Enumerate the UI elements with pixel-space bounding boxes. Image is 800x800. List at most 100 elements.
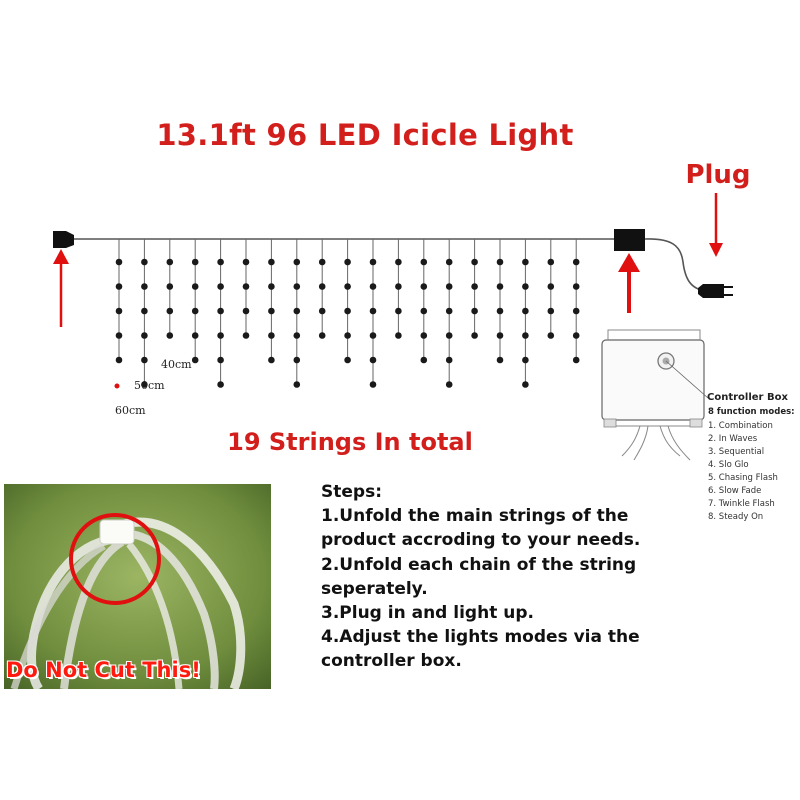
page-title: 13.1ft 96 LED Icicle Light [156, 118, 574, 152]
led-bulb [115, 283, 123, 290]
highlight-circle [69, 513, 161, 605]
led-bulb [293, 258, 301, 266]
led-bulb [344, 356, 351, 364]
led-bulb [191, 307, 199, 315]
led-bulb [166, 283, 174, 290]
led-bulb [420, 283, 428, 290]
led-bulb [445, 332, 453, 339]
led-bulb [318, 258, 326, 266]
led-bulb [141, 332, 148, 339]
led-bulb [471, 283, 478, 290]
controller-block [614, 229, 645, 251]
led-bulb [141, 283, 148, 290]
steps-section: Steps: 1.Unfold the main strings of the … [321, 480, 791, 674]
led-bulb [420, 258, 428, 266]
led-bulb [268, 356, 275, 364]
controller-mode-list: 1. Combination 2. In Waves 3. Sequential… [708, 420, 778, 524]
led-bulb [268, 258, 275, 266]
led-bulb [547, 307, 555, 315]
led-bulb [166, 258, 174, 266]
led-bulb [242, 307, 250, 315]
led-bulb [369, 258, 377, 266]
led-bulb [496, 283, 504, 290]
led-bulb [496, 258, 504, 266]
strings-total-label: 19 Strings In total [227, 428, 473, 456]
led-bulb [344, 258, 351, 266]
led-bulb [471, 307, 478, 315]
led-bulb [293, 356, 301, 364]
led-bulb [445, 307, 453, 315]
controller-box-title: Controller Box [707, 392, 788, 403]
arrow-down-plug-icon [709, 193, 723, 257]
led-bulb [572, 307, 580, 315]
led-bulb [318, 332, 326, 339]
led-bulb [420, 307, 428, 315]
led-bulb [217, 332, 224, 339]
mode-item: 8. Steady On [708, 511, 764, 522]
led-bulb [395, 332, 402, 339]
led-bulb [420, 356, 428, 364]
led-bulb [369, 356, 377, 364]
controller-box-illustration [601, 329, 709, 461]
led-bulb [344, 307, 351, 315]
led-bulb [166, 332, 174, 339]
measure-label-60cm: 60cm [115, 404, 146, 417]
mode-item: 2. In Waves [708, 433, 758, 444]
led-bulb [445, 356, 453, 364]
led-bulb [141, 258, 148, 266]
led-bulb [344, 332, 351, 339]
plug-icon [698, 284, 733, 298]
mode-item: 5. Chasing Flash [708, 472, 778, 483]
led-bulb [445, 258, 453, 266]
led-bulb [191, 356, 199, 364]
end-cap [53, 231, 74, 248]
led-bulb [141, 356, 148, 364]
step-line: product accroding to your needs. [321, 530, 641, 551]
measure-label-50cm: 50cm [134, 379, 165, 392]
led-bulb [395, 258, 402, 266]
mode-item: 3. Sequential [708, 446, 765, 457]
led-bulb [217, 356, 224, 364]
led-bulb [268, 307, 275, 315]
led-bulb [496, 307, 504, 315]
led-bulb [141, 307, 148, 315]
led-bulb [217, 258, 224, 266]
led-bulb [344, 283, 351, 290]
led-bulb [471, 332, 478, 339]
led-bulb [369, 332, 377, 339]
led-bulb [496, 356, 504, 364]
led-bulb [522, 258, 529, 266]
led-bulb [217, 307, 224, 315]
led-bulb [572, 332, 580, 339]
led-bulb [166, 307, 174, 315]
plug-label: Plug [685, 160, 751, 190]
icicle-light-diagram [53, 193, 733, 461]
led-bulb [572, 283, 580, 290]
led-bulb [572, 258, 580, 266]
led-bulb [293, 381, 301, 388]
start-marker [114, 383, 120, 389]
step-line: 2.Unfold each chain of the string [321, 554, 637, 575]
led-bulb [547, 258, 555, 266]
led-bulb [522, 307, 529, 315]
mode-item: 4. Slo Glo [708, 459, 749, 470]
warning-label: Do Not Cut This! [6, 658, 201, 682]
led-bulb [191, 283, 199, 290]
steps-heading: Steps: [321, 482, 382, 502]
led-bulb [268, 332, 275, 339]
led-bulb [293, 332, 301, 339]
led-bulb [547, 283, 555, 290]
led-bulb [471, 258, 478, 266]
arrow-up-controller-icon [618, 253, 640, 313]
mode-item: 1. Combination [708, 421, 773, 431]
arrow-up-left-icon [53, 249, 69, 327]
led-bulb [496, 332, 504, 339]
led-bulb [522, 356, 529, 364]
led-bulb [191, 332, 199, 339]
led-bulb [115, 332, 123, 339]
mode-item: 6. Slow Fade [708, 485, 762, 496]
led-bulb [445, 381, 453, 388]
led-bulb [318, 307, 326, 315]
led-bulb [369, 283, 377, 290]
led-bulb [115, 356, 123, 364]
